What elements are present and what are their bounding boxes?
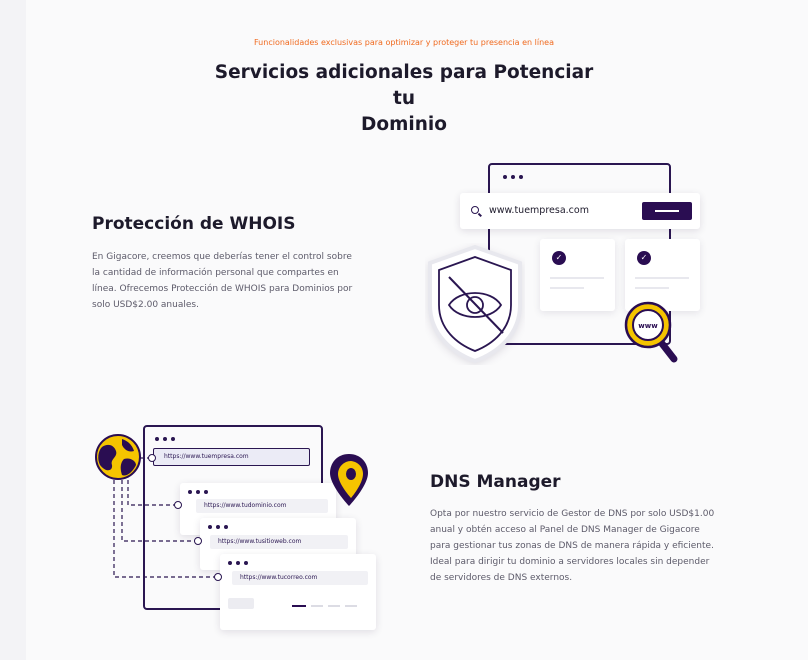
dns-url-3: https://www.tucorreo.com bbox=[232, 571, 368, 585]
dns-description: Opta por nuestro servicio de Gestor de D… bbox=[430, 509, 715, 583]
whois-title: Protección de WHOIS bbox=[92, 214, 296, 234]
check-icon: ✓ bbox=[637, 251, 651, 265]
section-eyebrow: Funcionalidades exclusivas para optimiza… bbox=[254, 38, 554, 47]
left-edge-strip bbox=[0, 0, 26, 660]
check-card-1: ✓ bbox=[540, 239, 615, 311]
connector-node bbox=[148, 454, 156, 462]
www-magnifier-icon: www bbox=[624, 301, 678, 363]
magnifier-label: www bbox=[638, 322, 658, 330]
page-title-line1: Servicios adicionales para Potenciar tu bbox=[214, 62, 594, 109]
page-title: Servicios adicionales para Potenciar tu … bbox=[204, 60, 604, 138]
connector-node bbox=[194, 537, 202, 545]
check-icon: ✓ bbox=[552, 251, 566, 265]
page-title-line2: Dominio bbox=[361, 114, 447, 135]
dns-title: DNS Manager bbox=[430, 472, 561, 492]
globe-icon bbox=[95, 434, 141, 480]
shield-eye-slash-icon bbox=[428, 244, 522, 364]
window-dots-icon bbox=[503, 175, 523, 179]
window-dots-icon bbox=[188, 490, 208, 494]
window-dots-icon bbox=[228, 561, 248, 565]
location-pin-icon bbox=[330, 454, 368, 506]
window-dots-icon bbox=[155, 437, 175, 441]
domain-search-illustration: www.tuempresa.com bbox=[460, 193, 700, 229]
whois-description: En Gigacore, creemos que deberías tener … bbox=[92, 252, 353, 310]
window-dots-icon bbox=[208, 525, 228, 529]
dns-url-primary: https://www.tuempresa.com bbox=[153, 448, 310, 466]
dns-window-3: https://www.tucorreo.com bbox=[220, 554, 376, 630]
search-domain-text: www.tuempresa.com bbox=[489, 205, 589, 216]
dns-url-1: https://www.tudominio.com bbox=[196, 499, 328, 513]
dns-url-2: https://www.tusitioweb.com bbox=[210, 535, 348, 549]
connector-node bbox=[174, 501, 182, 509]
search-button-illustration bbox=[642, 202, 692, 220]
check-card-2: ✓ bbox=[625, 239, 700, 311]
search-icon bbox=[471, 206, 479, 214]
connector-node bbox=[214, 573, 222, 581]
